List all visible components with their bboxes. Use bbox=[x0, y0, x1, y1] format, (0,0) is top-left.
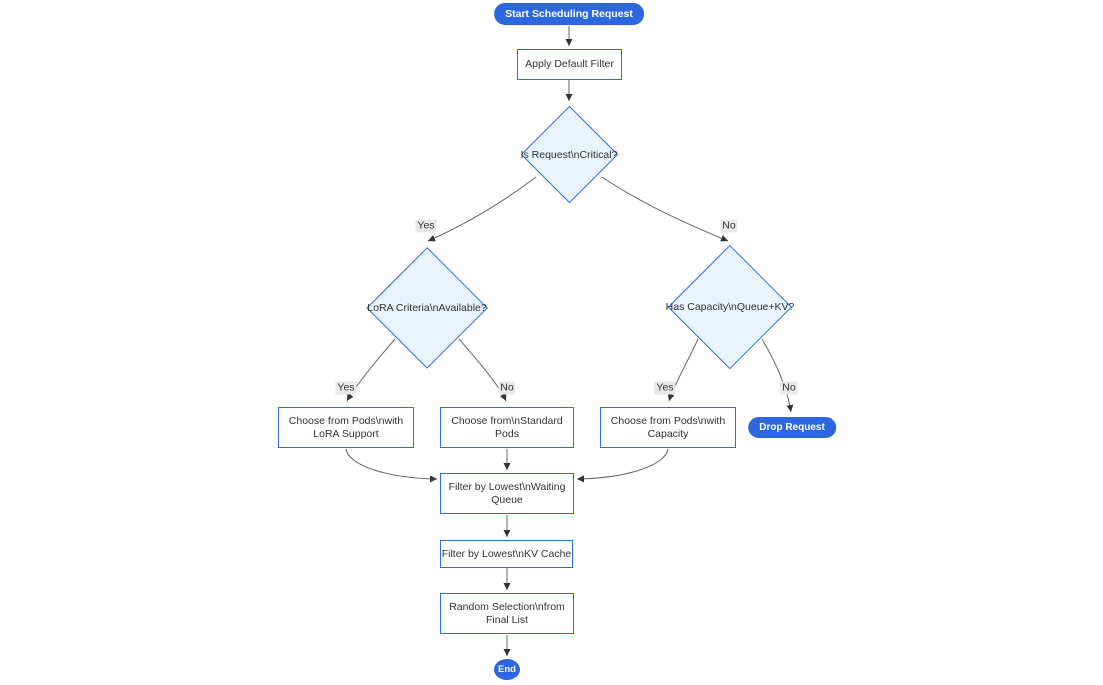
edge-choosecapacity-to-filter bbox=[576, 448, 669, 483]
edge-critical-no bbox=[601, 176, 729, 242]
node-filter-waiting-queue: Filter by Lowest\nWaiting Queue bbox=[440, 473, 574, 514]
node-choose-standard-pods-line1: Choose from\nStandard bbox=[451, 414, 563, 427]
node-apply-default-filter-label: Apply Default Filter bbox=[525, 58, 614, 70]
node-choose-standard-pods: Choose from\nStandard Pods bbox=[440, 407, 574, 448]
edge-capacity-yes bbox=[667, 338, 699, 402]
edge-label-critical-no: No bbox=[720, 219, 738, 233]
node-choose-capacity-pods: Choose from Pods\nwith Capacity bbox=[600, 407, 736, 448]
node-filter-kv-cache-label: Filter by Lowest\nKV Cache bbox=[441, 547, 572, 560]
edge-label-critical-yes: Yes bbox=[415, 219, 437, 233]
node-choose-lora-pods-line1: Choose from Pods\nwith bbox=[288, 414, 404, 427]
edge-label-capacity-no: No bbox=[780, 381, 798, 395]
edge-label-capacity-yes: Yes bbox=[654, 381, 676, 395]
node-random-selection-line2: Final List bbox=[485, 613, 528, 626]
node-choose-standard-pods-line2: Pods bbox=[495, 427, 519, 440]
node-drop-request: Drop Request bbox=[748, 417, 836, 438]
node-filter-kv-cache: Filter by Lowest\nKV Cache bbox=[440, 540, 573, 568]
edge-lora-yes bbox=[346, 338, 396, 402]
node-start: Start Scheduling Request bbox=[494, 3, 644, 25]
edge-chooselora-to-filter bbox=[345, 448, 438, 483]
node-end: End bbox=[494, 659, 520, 680]
node-choose-lora-pods-line2: LoRA Support bbox=[313, 427, 379, 440]
edge-lora-no bbox=[458, 338, 507, 402]
node-random-selection-line1: Random Selection\nfrom bbox=[449, 600, 565, 613]
node-choose-lora-pods: Choose from Pods\nwith LoRA Support bbox=[278, 407, 414, 448]
node-filter-waiting-queue-line1: Filter by Lowest\nWaiting bbox=[448, 480, 566, 493]
node-filter-waiting-queue-line2: Queue bbox=[491, 493, 523, 506]
node-lora-available-label: LoRA Criteria\nAvailable? bbox=[367, 302, 487, 314]
node-choose-capacity-pods-line2: Capacity bbox=[647, 427, 689, 440]
edge-label-lora-yes: Yes bbox=[335, 381, 357, 395]
node-has-capacity-label: Has Capacity\nQueue+KV? bbox=[665, 301, 795, 313]
edge-capacity-no bbox=[761, 338, 794, 413]
edge-critical-yes bbox=[427, 176, 537, 242]
edge-label-lora-no: No bbox=[498, 381, 516, 395]
node-apply-default-filter: Apply Default Filter bbox=[517, 49, 622, 80]
node-random-selection: Random Selection\nfrom Final List bbox=[440, 593, 574, 634]
node-choose-capacity-pods-line1: Choose from Pods\nwith bbox=[610, 414, 726, 427]
node-is-critical-label: Is Request\nCritical? bbox=[520, 149, 618, 161]
